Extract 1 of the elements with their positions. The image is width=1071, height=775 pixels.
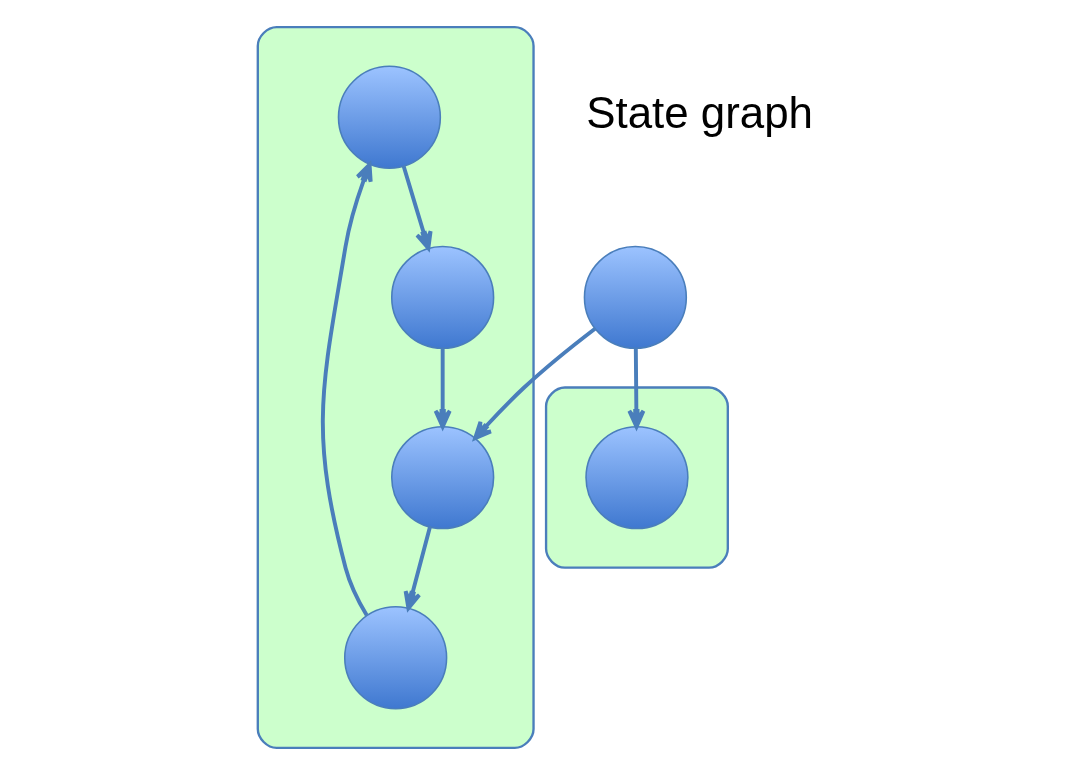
label: State graph <box>586 88 813 138</box>
